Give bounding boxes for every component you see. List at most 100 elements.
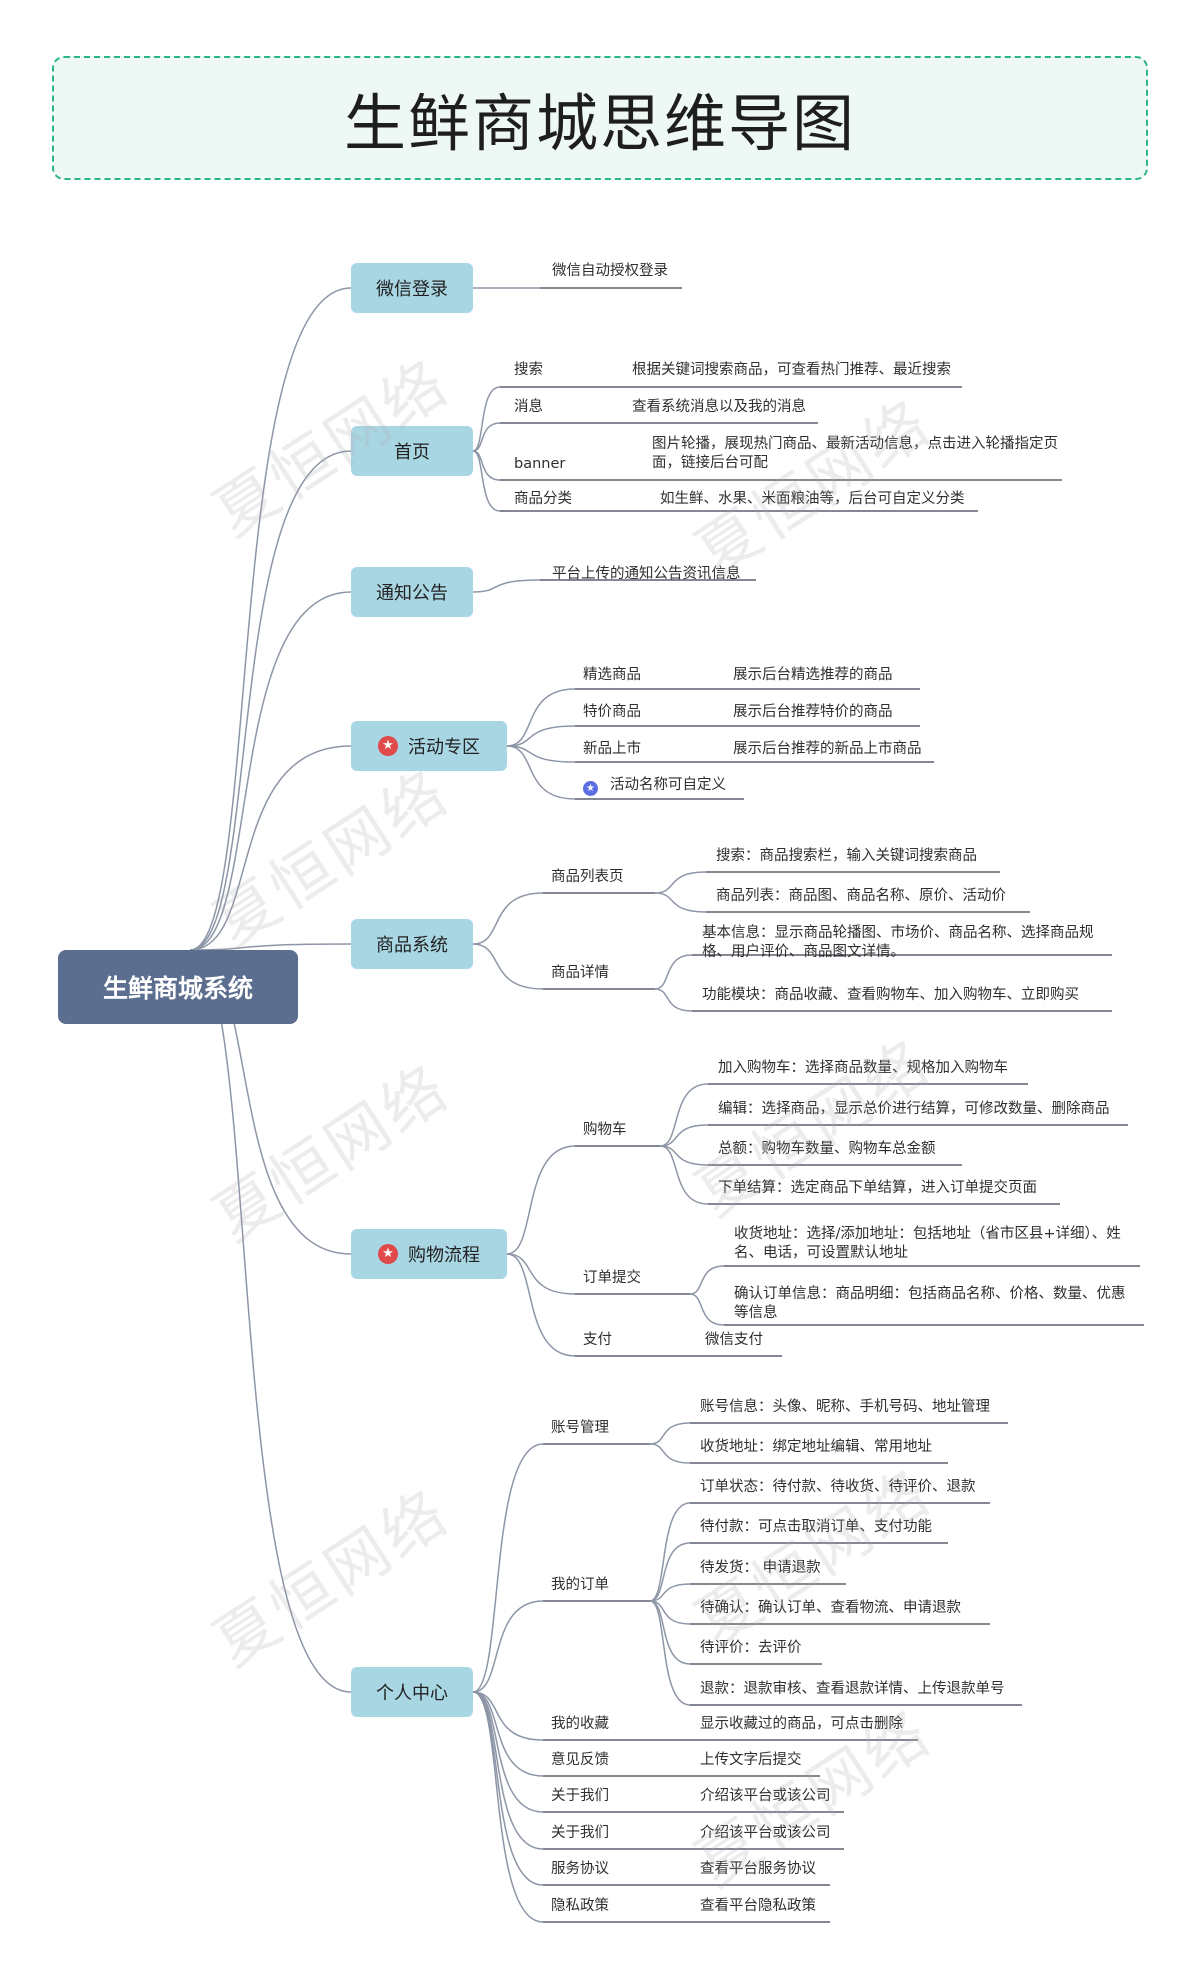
- detail-text: 总额：购物车数量、购物车总金额: [718, 1141, 936, 1157]
- item-label: 搜索: [514, 362, 543, 378]
- connector-line: [472, 450, 501, 512]
- item-label: 特价商品: [583, 704, 641, 720]
- connector-line: [472, 422, 501, 452]
- cat-notice: 通知公告: [351, 567, 473, 617]
- category-label: 活动专区: [408, 737, 480, 758]
- connector-line: [659, 1145, 709, 1166]
- item-label: 商品分类: [514, 491, 572, 507]
- leaf-text: 平台上传的通知公告资讯信息: [552, 566, 741, 582]
- connector-line: [472, 1691, 544, 1850]
- item-value: 微信支付: [705, 1332, 763, 1348]
- cat-wechat-login: 微信登录: [351, 263, 473, 313]
- connector-line: [472, 892, 544, 945]
- item-value: 查看平台服务协议: [700, 1861, 816, 1877]
- detail-text: 退款：退款审核、查看退款详情、上传退款单号: [700, 1681, 1005, 1697]
- item-label: 支付: [583, 1332, 612, 1348]
- item-label: 意见反馈: [551, 1752, 609, 1768]
- item-value: 显示收藏过的商品，可点击删除: [700, 1716, 903, 1732]
- root-node: 生鲜商城系统: [58, 950, 298, 1024]
- item-value: 介绍该平台或该公司: [700, 1825, 831, 1841]
- connector-line: [506, 745, 576, 800]
- cat-user-center: 个人中心: [351, 1667, 473, 1717]
- connector-line: [506, 745, 576, 763]
- detail-text: 商品列表：商品图、商品名称、原价、活动价: [716, 888, 1006, 904]
- highlight-star-icon: ★: [378, 1244, 398, 1264]
- leaf-text: 微信自动授权登录: [552, 263, 668, 279]
- connector-line: [472, 1443, 544, 1693]
- detail-text: 订单状态：待付款、待收货、待评价、退款: [700, 1479, 976, 1495]
- connector-line: [659, 1124, 709, 1147]
- cat-shopping-flow: ★ 购物流程: [351, 1229, 507, 1279]
- category-label: 首页: [394, 442, 430, 463]
- connector-line: [649, 1583, 691, 1602]
- connector-line: [649, 1422, 691, 1445]
- detail-text: 待发货： 申请退款: [700, 1560, 821, 1576]
- connector-line: [472, 1691, 544, 1923]
- connector-line: [189, 450, 352, 951]
- item-label: 订单提交: [583, 1270, 641, 1286]
- connector-line: [506, 688, 576, 747]
- connector-line: [659, 1145, 709, 1205]
- item-label: 我的订单: [551, 1577, 609, 1593]
- connector-line: [689, 1265, 725, 1295]
- connector-line: [659, 1083, 709, 1147]
- item-label: 精选商品: [583, 667, 641, 683]
- connector-line: [654, 892, 707, 913]
- detail-text: 待确认：确认订单、查看物流、申请退款: [700, 1600, 961, 1616]
- connector-line: [689, 1293, 725, 1326]
- connector-line: [472, 579, 541, 593]
- detail-text: 待付款：可点击取消订单、支付功能: [700, 1519, 932, 1535]
- item-value: 展示后台推荐特价的商品: [733, 704, 893, 720]
- item-label-text: 活动名称可自定义: [610, 777, 726, 793]
- connector-line: [472, 1691, 544, 1741]
- detail-text: 下单结算：选定商品下单结算，进入订单提交页面: [718, 1180, 1037, 1196]
- detail-text: 收货地址：绑定地址编辑、常用地址: [700, 1439, 932, 1455]
- connector-line: [506, 1145, 576, 1255]
- category-label: 个人中心: [376, 1683, 448, 1704]
- category-label: 通知公告: [376, 583, 448, 604]
- detail-text: 加入购物车：选择商品数量、规格加入购物车: [718, 1060, 1008, 1076]
- connector-line: [189, 591, 352, 951]
- detail-text: 编辑：选择商品，显示总价进行结算，可修改数量、删除商品: [718, 1101, 1110, 1117]
- connector-line: [654, 871, 707, 894]
- connector-line: [189, 745, 352, 951]
- category-label: 商品系统: [376, 935, 448, 956]
- category-label: 微信登录: [376, 279, 448, 300]
- connector-line: [649, 1502, 691, 1602]
- category-label: 购物流程: [408, 1245, 480, 1266]
- connector-line: [649, 1542, 691, 1602]
- item-label: 新品上市: [583, 741, 641, 757]
- connector-line: [189, 287, 352, 951]
- connector-line: [472, 1691, 544, 1813]
- connector-line: [472, 1691, 544, 1777]
- item-label: 服务协议: [551, 1861, 609, 1877]
- detail-text: 账号信息：头像、昵称、手机号码、地址管理: [700, 1399, 990, 1415]
- cat-activity: ★活动专区: [351, 721, 507, 771]
- connector-line: [189, 943, 352, 951]
- cat-home: 首页: [351, 426, 473, 476]
- item-value: 上传文字后提交: [700, 1752, 802, 1768]
- detail-text: 确认订单信息：商品明细：包括商品名称、价格、数量、优惠等信息: [734, 1286, 1126, 1321]
- connector-line: [649, 1600, 691, 1665]
- detail-text: 收货地址：选择/添加地址：包括地址（省市区县+详细）、姓名、电话，可设置默认地址: [734, 1226, 1121, 1261]
- connector-line: [472, 386, 501, 452]
- item-value: 图片轮播，展现热门商品、最新活动信息，点击进入轮播指定页面，链接后台可配: [652, 436, 1058, 471]
- connector-line: [472, 1600, 544, 1693]
- connector-line: [506, 725, 576, 747]
- connector-line: [506, 1253, 576, 1357]
- connector-line: [649, 1443, 691, 1464]
- item-label: 关于我们: [551, 1788, 609, 1804]
- detail-text: 搜索：商品搜索栏，输入关键词搜索商品: [716, 848, 977, 864]
- item-label: banner: [514, 456, 566, 472]
- item-value: 查看平台隐私政策: [700, 1898, 816, 1914]
- item-label: 商品列表页: [551, 869, 624, 885]
- connector-line: [649, 1600, 691, 1706]
- connector-line: [472, 943, 544, 990]
- item-label: 我的收藏: [551, 1716, 609, 1732]
- page-title: 生鲜商城思维导图: [343, 87, 856, 160]
- item-value: 如生鲜、水果、米面粮油等，后台可自定义分类: [660, 491, 965, 507]
- item-label: 购物车: [583, 1122, 627, 1138]
- item-value: 展示后台精选推荐的商品: [733, 667, 893, 683]
- connector-line: [654, 988, 693, 1012]
